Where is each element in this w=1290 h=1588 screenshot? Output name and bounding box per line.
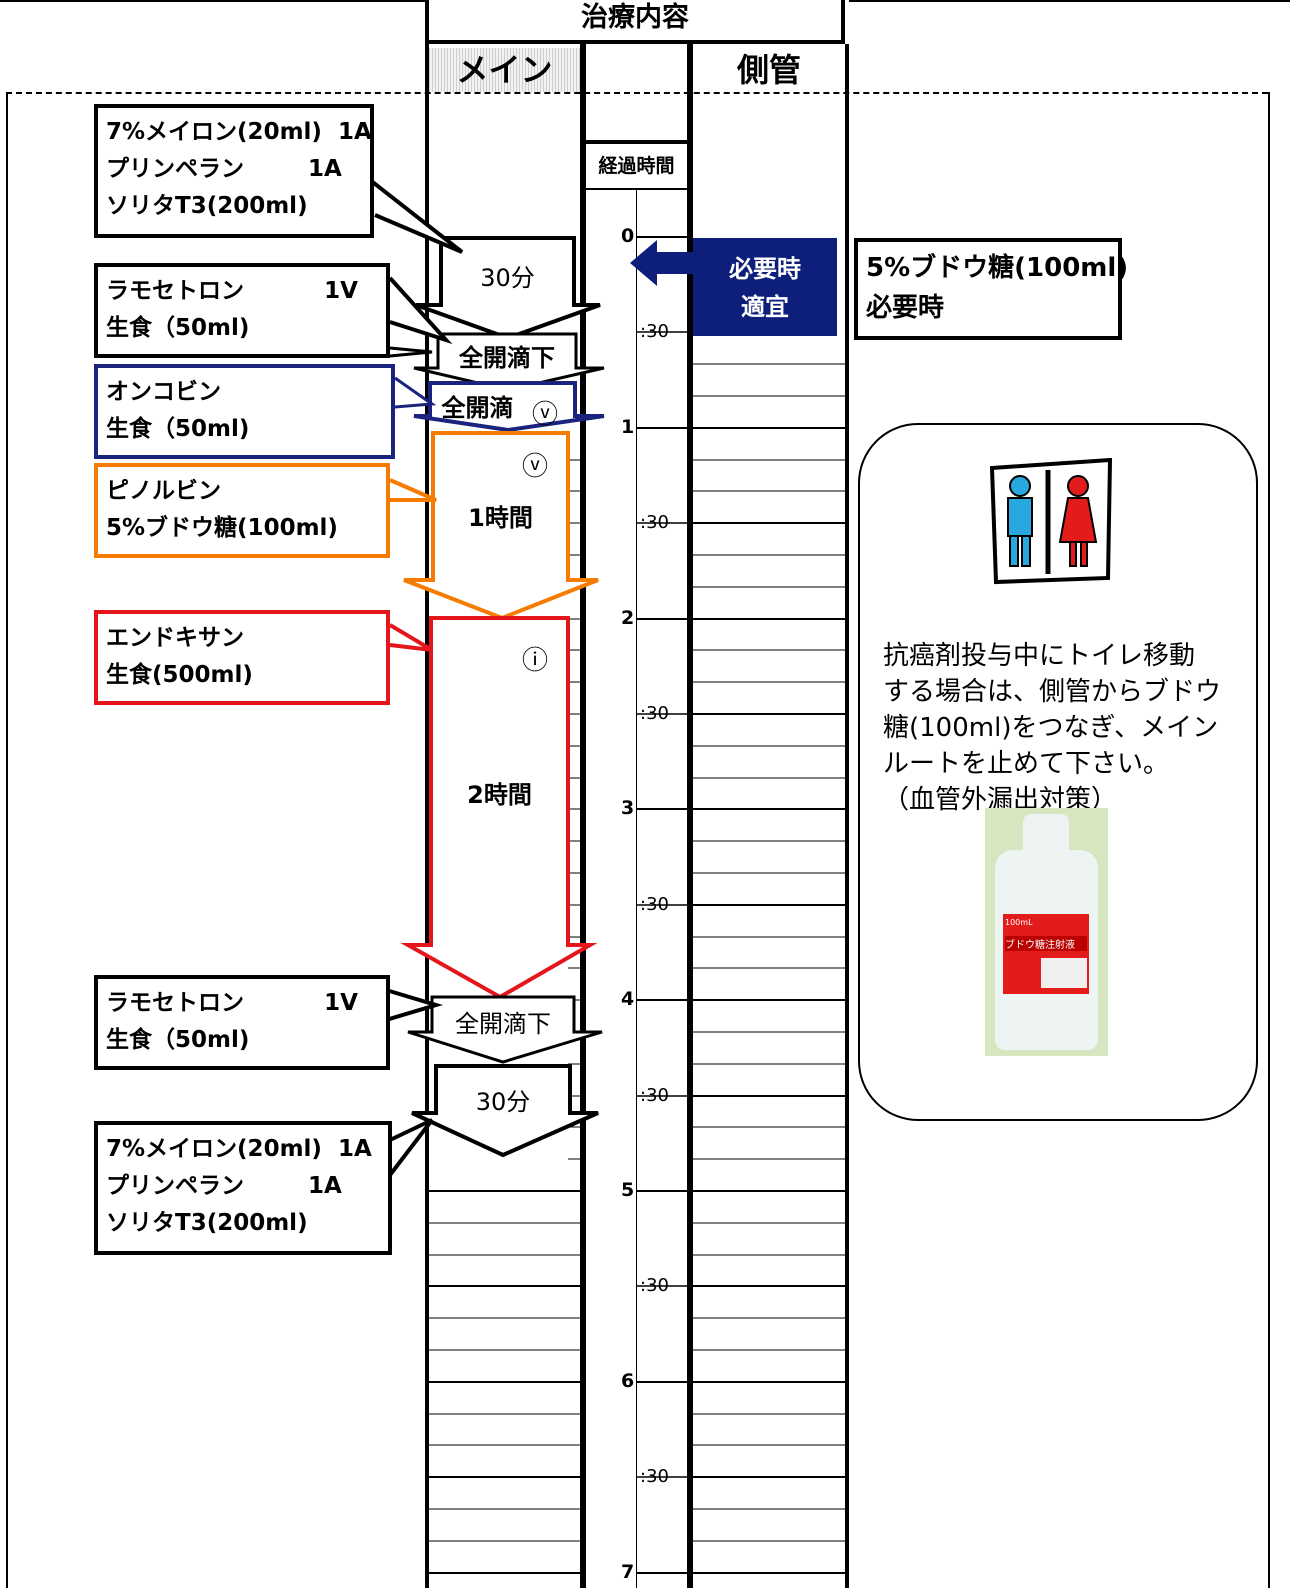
top-rule-right	[849, 0, 1290, 2]
main-column-header: メイン	[429, 48, 580, 92]
half-hour-label: :30	[640, 703, 669, 724]
note-oncovin: オンコビン 生食（50ml)	[94, 364, 395, 459]
time-axis-line	[636, 190, 637, 1588]
hour-label: 6	[621, 1370, 635, 1392]
step-full-drip-arrow	[413, 332, 605, 392]
vesicant-marker-1: ⓥ	[532, 400, 559, 430]
note-ramosetron-2: ラモセトロン 1V 生食（50ml)	[94, 975, 390, 1070]
toilet-info-text: 抗癌剤投与中にトイレ移動 する場合は、側管からブドウ 糖(100ml)をつなぎ、…	[883, 641, 1222, 815]
side-as-needed-box: 必要時 適宜	[693, 238, 837, 336]
note-pinorubin: ピノルビン 5%ブドウ糖(100ml)	[94, 463, 390, 558]
step-full-drip-2-arrow	[407, 995, 603, 1064]
half-hour-label: :30	[640, 1466, 669, 1487]
irritant-marker: ⓘ	[522, 646, 549, 676]
left-arrow-icon	[630, 240, 693, 286]
step-30min-arrow	[415, 236, 601, 341]
half-hour-label: :30	[640, 512, 669, 533]
vesicant-marker-2: ⓥ	[522, 452, 549, 482]
step-2hour-label: 2時間	[467, 781, 532, 809]
glucose-bottle-photo: 100mL ブドウ糖注射液	[985, 808, 1108, 1056]
step-oncovin-arrow	[413, 381, 605, 433]
half-hour-label: :30	[640, 321, 669, 342]
main-left-border	[425, 44, 429, 1588]
step-1hour-label: 1時間	[468, 504, 533, 532]
hour-label: 7	[621, 1561, 635, 1583]
top-rule-left	[0, 0, 425, 2]
step-1hour-arrow	[403, 431, 599, 621]
side-right-border	[845, 44, 849, 1588]
hour-label: 5	[621, 1179, 635, 1201]
note-meylon-1: 7%メイロン(20ml) 1A プリンペラン 1A ソリタT3(200ml)	[94, 104, 374, 238]
note-ramosetron-1: ラモセトロン 1V 生食（50ml)	[94, 263, 390, 358]
step-oncovin-label: 全開滴	[441, 394, 514, 422]
main-right-border	[580, 44, 586, 1588]
dashed-separator	[6, 92, 1268, 94]
elapsed-time-header: 経過時間	[586, 140, 687, 190]
side-column-header: 側管	[736, 51, 801, 89]
hour-label: 3	[621, 797, 635, 819]
note-glucose-side: 5%ブドウ糖(100ml) 必要時	[854, 238, 1128, 340]
half-hour-label: :30	[640, 894, 669, 915]
half-hour-label: :30	[640, 1085, 669, 1106]
step-full-drip-2-label: 全開滴下	[455, 1010, 551, 1038]
bottle-label: ブドウ糖注射液	[1005, 936, 1087, 951]
hour-label: 4	[621, 988, 635, 1010]
hour-label: 1	[621, 416, 635, 438]
half-hour-label: :30	[640, 1275, 669, 1296]
note-meylon-2: 7%メイロン(20ml) 1A プリンペラン 1A ソリタT3(200ml)	[94, 1121, 392, 1255]
hour-label: 2	[621, 607, 635, 629]
note-endoxan: エンドキサン 生食(500ml)	[94, 610, 390, 705]
restroom-icon	[989, 458, 1113, 585]
step-full-drip-label: 全開滴下	[459, 344, 555, 372]
step-30min-2-arrow	[411, 1064, 599, 1158]
step-30min-2-label: 30分	[475, 1088, 531, 1116]
step-30min-label: 30分	[480, 264, 535, 292]
side-left-border	[687, 44, 693, 1588]
treatment-header: 治療内容	[425, 0, 845, 44]
bottle-volume: 100mL	[1005, 918, 1033, 927]
outer-right-border	[1268, 92, 1270, 1588]
hour-label: 0	[621, 225, 635, 247]
outer-left-border	[6, 92, 8, 1588]
step-2hour-arrow	[400, 616, 598, 1000]
